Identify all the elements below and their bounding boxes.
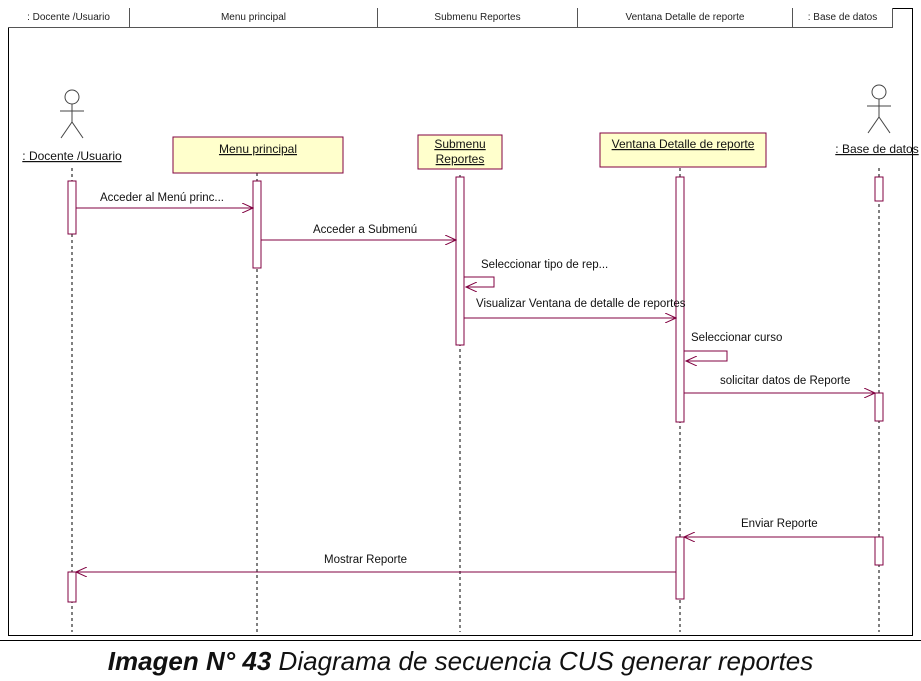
- activation-ventana-2: [675, 536, 685, 600]
- activation-menu: [252, 180, 262, 269]
- header-submenu: Submenu Reportes: [378, 8, 578, 28]
- caption-number: Imagen N° 43: [107, 646, 272, 676]
- message-3-label: Seleccionar tipo de rep...: [481, 259, 608, 271]
- message-3-selfcall: [464, 276, 495, 287]
- header-ventana: Ventana Detalle de reporte: [578, 8, 793, 28]
- actor-docente-label: : Docente /Usuario: [22, 149, 122, 163]
- actor-docente-icon: [60, 89, 84, 139]
- object-menu-label: Menu principal: [219, 142, 297, 156]
- actor-bd-label: : Base de datos: [835, 142, 918, 156]
- message-8-label: Mostrar Reporte: [324, 554, 407, 566]
- header-docente: : Docente /Usuario: [8, 8, 130, 28]
- message-6-label: solicitar datos de Reporte: [720, 375, 850, 387]
- actor-bd-icon: [867, 84, 891, 134]
- object-ventana-box: [599, 132, 767, 168]
- header-bd: : Base de datos: [793, 8, 893, 28]
- message-7-label: Enviar Reporte: [741, 518, 818, 530]
- object-submenu-box: [417, 134, 503, 170]
- message-1-label: Acceder al Menú princ...: [100, 192, 224, 204]
- object-ventana-label: Ventana Detalle de reporte: [612, 137, 755, 151]
- activation-docente-2: [67, 571, 77, 603]
- figure-caption: Imagen N° 43 Diagrama de secuencia CUS g…: [0, 640, 921, 681]
- activation-submenu: [455, 176, 465, 346]
- caption-text: Diagrama de secuencia CUS generar report…: [278, 646, 814, 676]
- message-2-label: Acceder a Submenú: [313, 224, 417, 236]
- activation-bd-2: [874, 392, 884, 422]
- object-submenu-label-2: Reportes: [436, 152, 485, 166]
- activation-docente-1: [67, 180, 77, 235]
- activation-bd-3: [874, 536, 884, 566]
- activation-ventana-1: [675, 176, 685, 423]
- activation-bd-1: [874, 176, 884, 202]
- message-4-label: Visualizar Ventana de detalle de reporte…: [476, 298, 686, 310]
- object-submenu-label-1: Submenu: [434, 137, 485, 151]
- object-menu-box: [172, 136, 344, 174]
- message-5-label: Seleccionar curso: [691, 332, 782, 344]
- header-menu: Menu principal: [130, 8, 378, 28]
- swimlane-header: : Docente /Usuario Menu principal Submen…: [8, 8, 913, 28]
- message-5-selfcall: [684, 350, 728, 361]
